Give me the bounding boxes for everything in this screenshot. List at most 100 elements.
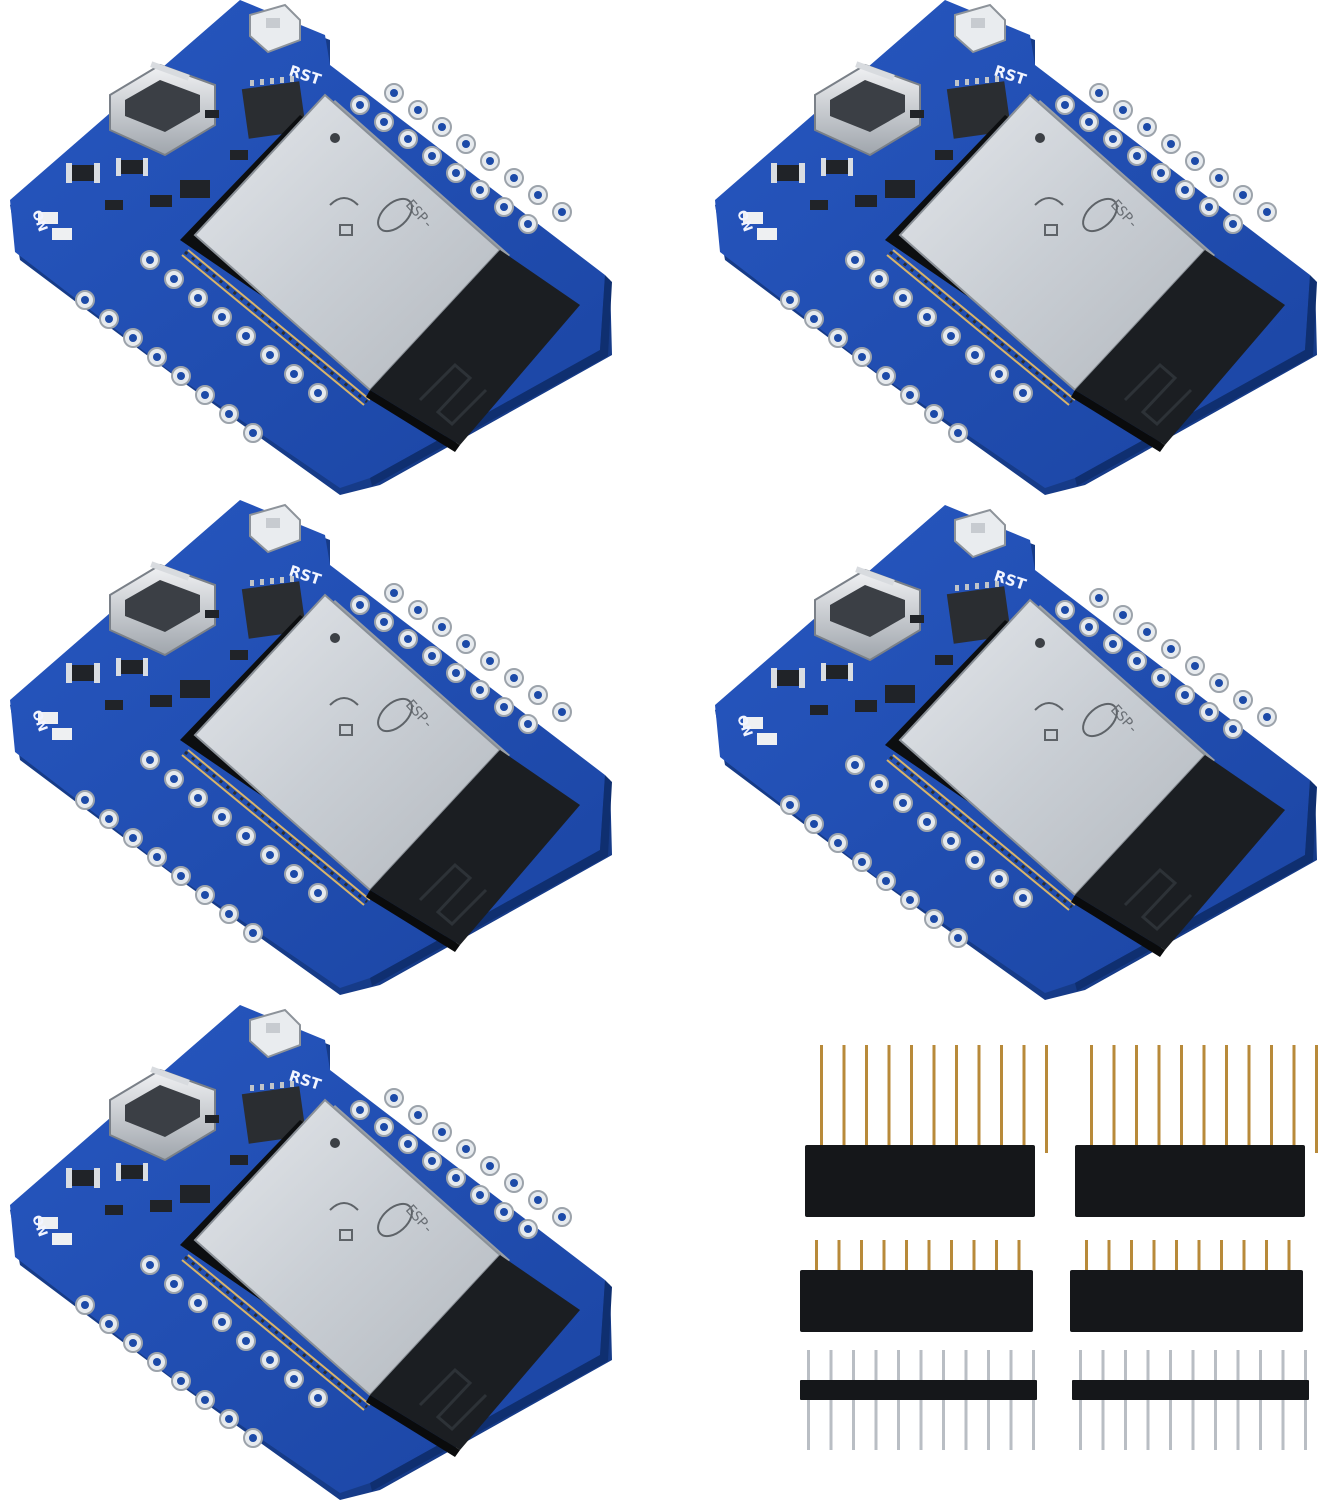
header-pad: [528, 685, 548, 705]
header-pad: [494, 697, 514, 717]
header-pad: [422, 146, 442, 166]
header-pad: [188, 288, 208, 308]
power-led-silk-label: ON: [28, 208, 50, 234]
pin-header: [1070, 1240, 1303, 1332]
header-pad: [374, 612, 394, 632]
header-pad: [432, 117, 452, 137]
header-pad: [1233, 690, 1253, 710]
header-pad: [917, 812, 937, 832]
header-pad: [876, 366, 896, 386]
header-pad: [408, 600, 428, 620]
header-pad: [432, 617, 452, 637]
header-pad: [195, 1390, 215, 1410]
header-pad: [528, 1190, 548, 1210]
header-pad: [480, 151, 500, 171]
pin-header: [800, 1240, 1033, 1332]
header-pad: [260, 845, 280, 865]
header-pad: [470, 680, 490, 700]
header-pad: [408, 100, 428, 120]
header-pad: [243, 1428, 263, 1448]
header-pad: [528, 185, 548, 205]
header-pad: [284, 1369, 304, 1389]
header-pad: [1079, 112, 1099, 132]
header-pad: [1137, 117, 1157, 137]
header-pad: [900, 890, 920, 910]
header-pad: [140, 750, 160, 770]
header-pad: [924, 404, 944, 424]
header-pad: [917, 307, 937, 327]
header-pad: [75, 790, 95, 810]
header-pad: [1113, 100, 1133, 120]
header-pad: [164, 769, 184, 789]
header-pad: [284, 864, 304, 884]
header-pad: [1209, 168, 1229, 188]
header-pad: [123, 328, 143, 348]
header-pad: [75, 290, 95, 310]
header-pad: [164, 269, 184, 289]
header-pad: [308, 383, 328, 403]
header-pad: [123, 1333, 143, 1353]
header-pad: [1223, 214, 1243, 234]
header-pad: [470, 180, 490, 200]
header-pad: [243, 923, 263, 943]
header-pad: [1257, 202, 1277, 222]
header-pad: [504, 1173, 524, 1193]
header-pad: [1055, 95, 1075, 115]
header-pad: [494, 197, 514, 217]
header-pad: [552, 1207, 572, 1227]
header-pad: [1223, 719, 1243, 739]
header-pad: [284, 364, 304, 384]
header-pad: [398, 1134, 418, 1154]
power-led-silk-label: ON: [733, 713, 755, 739]
header-pad: [893, 288, 913, 308]
power-led-silk-label: ON: [733, 208, 755, 234]
header-pad: [123, 828, 143, 848]
header-pad: [99, 809, 119, 829]
header-pad: [1113, 605, 1133, 625]
header-pad: [1127, 146, 1147, 166]
header-pad: [422, 646, 442, 666]
header-pad: [243, 423, 263, 443]
header-pad: [236, 326, 256, 346]
header-pad: [147, 847, 167, 867]
header-pad: [1209, 673, 1229, 693]
header-pad: [1137, 622, 1157, 642]
header-pad: [308, 883, 328, 903]
header-pad: [893, 793, 913, 813]
header-pad: [1127, 651, 1147, 671]
header-pad: [480, 1156, 500, 1176]
header-pad: [780, 795, 800, 815]
header-pad: [900, 385, 920, 405]
header-pad: [384, 1088, 404, 1108]
header-pad: [989, 869, 1009, 889]
header-pad: [518, 1219, 538, 1239]
header-pad: [99, 309, 119, 329]
header-pad: [195, 385, 215, 405]
header-pad: [236, 1331, 256, 1351]
header-pad: [804, 309, 824, 329]
header-pad: [1079, 617, 1099, 637]
header-pad: [518, 714, 538, 734]
header-pad: [965, 345, 985, 365]
header-pad: [236, 826, 256, 846]
header-pad: [188, 788, 208, 808]
header-pad: [1151, 668, 1171, 688]
header-pad: [171, 866, 191, 886]
power-led-silk-label: ON: [28, 708, 50, 734]
header-pad: [140, 1255, 160, 1275]
header-pad: [948, 928, 968, 948]
header-pad: [1089, 83, 1109, 103]
header-pad: [308, 1388, 328, 1408]
header-pad: [219, 404, 239, 424]
header-pad: [350, 95, 370, 115]
header-pad: [924, 909, 944, 929]
header-pad: [518, 214, 538, 234]
header-pad: [446, 1168, 466, 1188]
header-pad: [212, 807, 232, 827]
header-pad: [1013, 383, 1033, 403]
